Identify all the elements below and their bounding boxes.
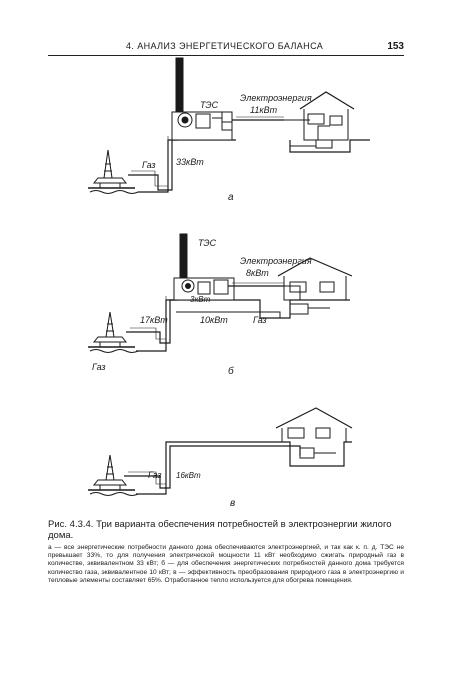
panel-letter-a: а [228, 192, 234, 203]
gas-to-house-value-b: 10кВт [200, 315, 228, 325]
electricity-value-a: 11кВт [250, 105, 278, 115]
caption-title: Рис. 4.3.4. Три варианта обеспечения пот… [48, 519, 392, 541]
heat-value-b: 3кВт [190, 295, 211, 304]
page-number: 153 [387, 41, 404, 52]
panel-b: ТЭС Электроэнергия 8кВт 3кВт 10кВт Газ 1… [88, 233, 353, 377]
electricity-label-a: Электроэнергия [240, 93, 312, 103]
panel-letter-c: в [230, 498, 235, 509]
chapter-title: 4. АНАЛИЗ ЭНЕРГЕТИЧЕСКОГО БАЛАНСА [126, 41, 324, 51]
gas-value-a: 33кВт [176, 157, 204, 167]
ground-line-c [136, 441, 352, 495]
gas-to-plant-value-b: 17кВт [140, 315, 168, 325]
running-header: 4. АНАЛИЗ ЭНЕРГЕТИЧЕСКОГО БАЛАНСА 153 [48, 41, 404, 56]
power-plant-a [171, 57, 233, 141]
gas-label-a: Газ [142, 160, 156, 170]
ground-line-b [136, 299, 350, 352]
gas-rig-illustration [88, 311, 139, 353]
panel-c: Газ 16кВт в [88, 407, 353, 509]
gas-line-house-b [176, 311, 281, 318]
panel-a: ТЭС Электроэнергия 11кВт Газ 33кВт а [88, 57, 370, 203]
power-plant-b [173, 233, 235, 301]
gas-value-c: 16кВт [176, 471, 201, 480]
ground-line-a [138, 139, 370, 193]
gas-left-label-b: Газ [92, 362, 106, 372]
header-rule [48, 55, 404, 56]
electricity-value-b: 8кВт [246, 268, 269, 278]
gas-pipeline-c [124, 445, 301, 489]
caption-text: а — все энергетические потребности данно… [48, 544, 404, 584]
house-b [277, 257, 353, 315]
electricity-label-b: Электроэнергия [240, 256, 312, 266]
figure-caption: Рис. 4.3.4. Три варианта обеспечения пот… [48, 519, 404, 585]
gas-label-c: Газ [148, 470, 162, 480]
gas-rig-illustration [88, 454, 139, 496]
house-a [284, 91, 355, 149]
plant-label-a: ТЭС [200, 100, 219, 110]
gas-rig-illustration [88, 149, 139, 194]
plant-label-b: ТЭС [198, 238, 217, 248]
gas-line-label-b: Газ [253, 315, 267, 325]
panel-letter-b: б [228, 365, 234, 377]
house-c [275, 407, 353, 459]
